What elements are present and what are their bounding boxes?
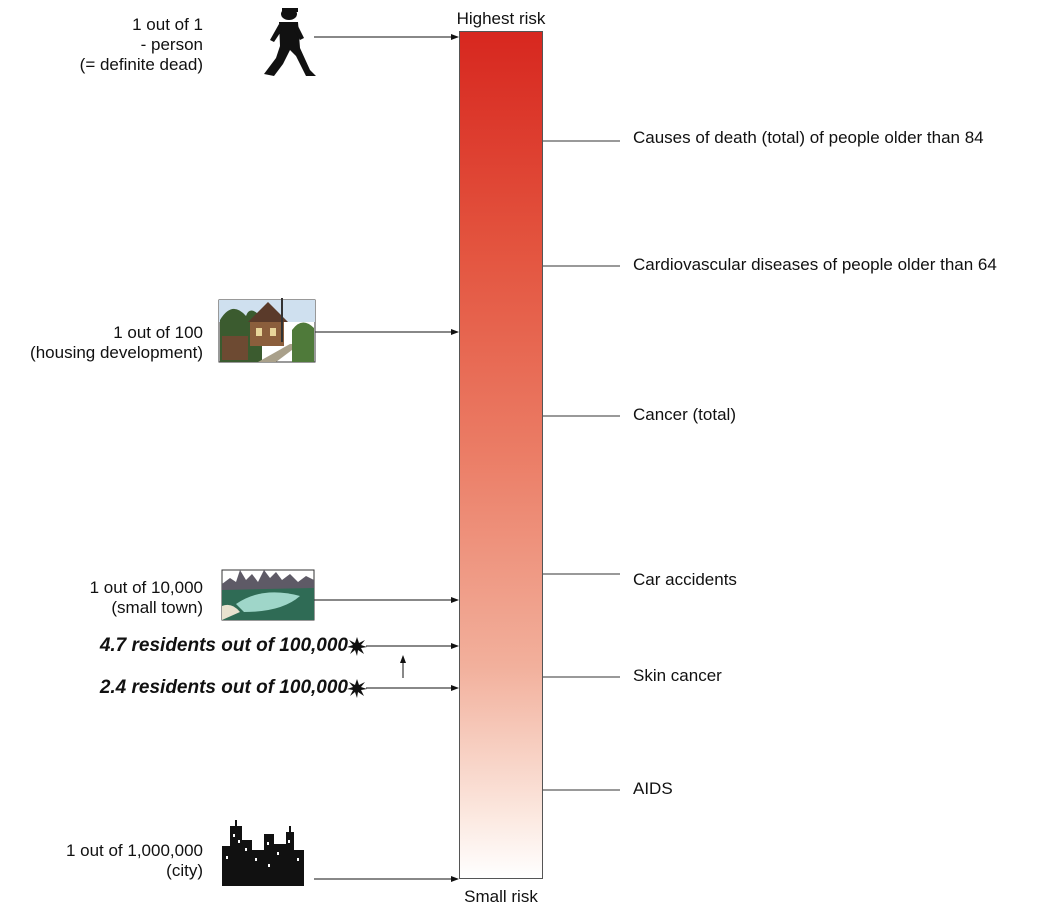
- resident-marker-label-2: 2.4 residents out of 100,000: [99, 677, 348, 698]
- city-skyline-icon: [222, 820, 304, 886]
- person-label-line-1: 1 out of 1: [132, 15, 203, 34]
- resident-marker-label-1: 4.7 residents out of 100,000: [99, 635, 348, 656]
- right-label-causes-84: Causes of death (total) of people older …: [633, 128, 984, 147]
- burst-icon: [347, 637, 367, 656]
- right-label-skin-cancer: Skin cancer: [633, 666, 722, 685]
- small-risk-label: Small risk: [464, 887, 538, 906]
- town-label: 1 out of 10,000 (small town): [90, 578, 203, 618]
- burst-icon: [347, 679, 367, 698]
- risk-gradient-bar: [459, 31, 543, 879]
- housing-label-line-2: (housing development): [30, 343, 203, 362]
- small-town-icon: [221, 569, 315, 621]
- right-label-aids: AIDS: [633, 779, 673, 798]
- right-label-cancer: Cancer (total): [633, 405, 736, 424]
- right-label-cardiovascular-64: Cardiovascular diseases of people older …: [633, 255, 997, 274]
- walking-person-icon: [264, 8, 316, 76]
- person-label-line-3: (= definite dead): [79, 55, 203, 74]
- town-label-line-2: (small town): [111, 598, 203, 617]
- housing-label: 1 out of 100 (housing development): [30, 323, 203, 363]
- person-label: 1 out of 1 - person (= definite dead): [80, 15, 203, 75]
- person-label-line-2: - person: [140, 35, 203, 54]
- houses-icon: [218, 298, 316, 363]
- housing-label-line-1: 1 out of 100: [113, 323, 203, 342]
- city-label-line-2: (city): [166, 861, 203, 880]
- city-label: 1 out of 1,000,000 (city): [66, 841, 203, 881]
- city-label-line-1: 1 out of 1,000,000: [65, 841, 203, 860]
- highest-risk-label: Highest risk: [456, 9, 546, 28]
- right-label-car-accidents: Car accidents: [633, 570, 737, 589]
- town-label-line-1: 1 out of 10,000: [89, 578, 203, 597]
